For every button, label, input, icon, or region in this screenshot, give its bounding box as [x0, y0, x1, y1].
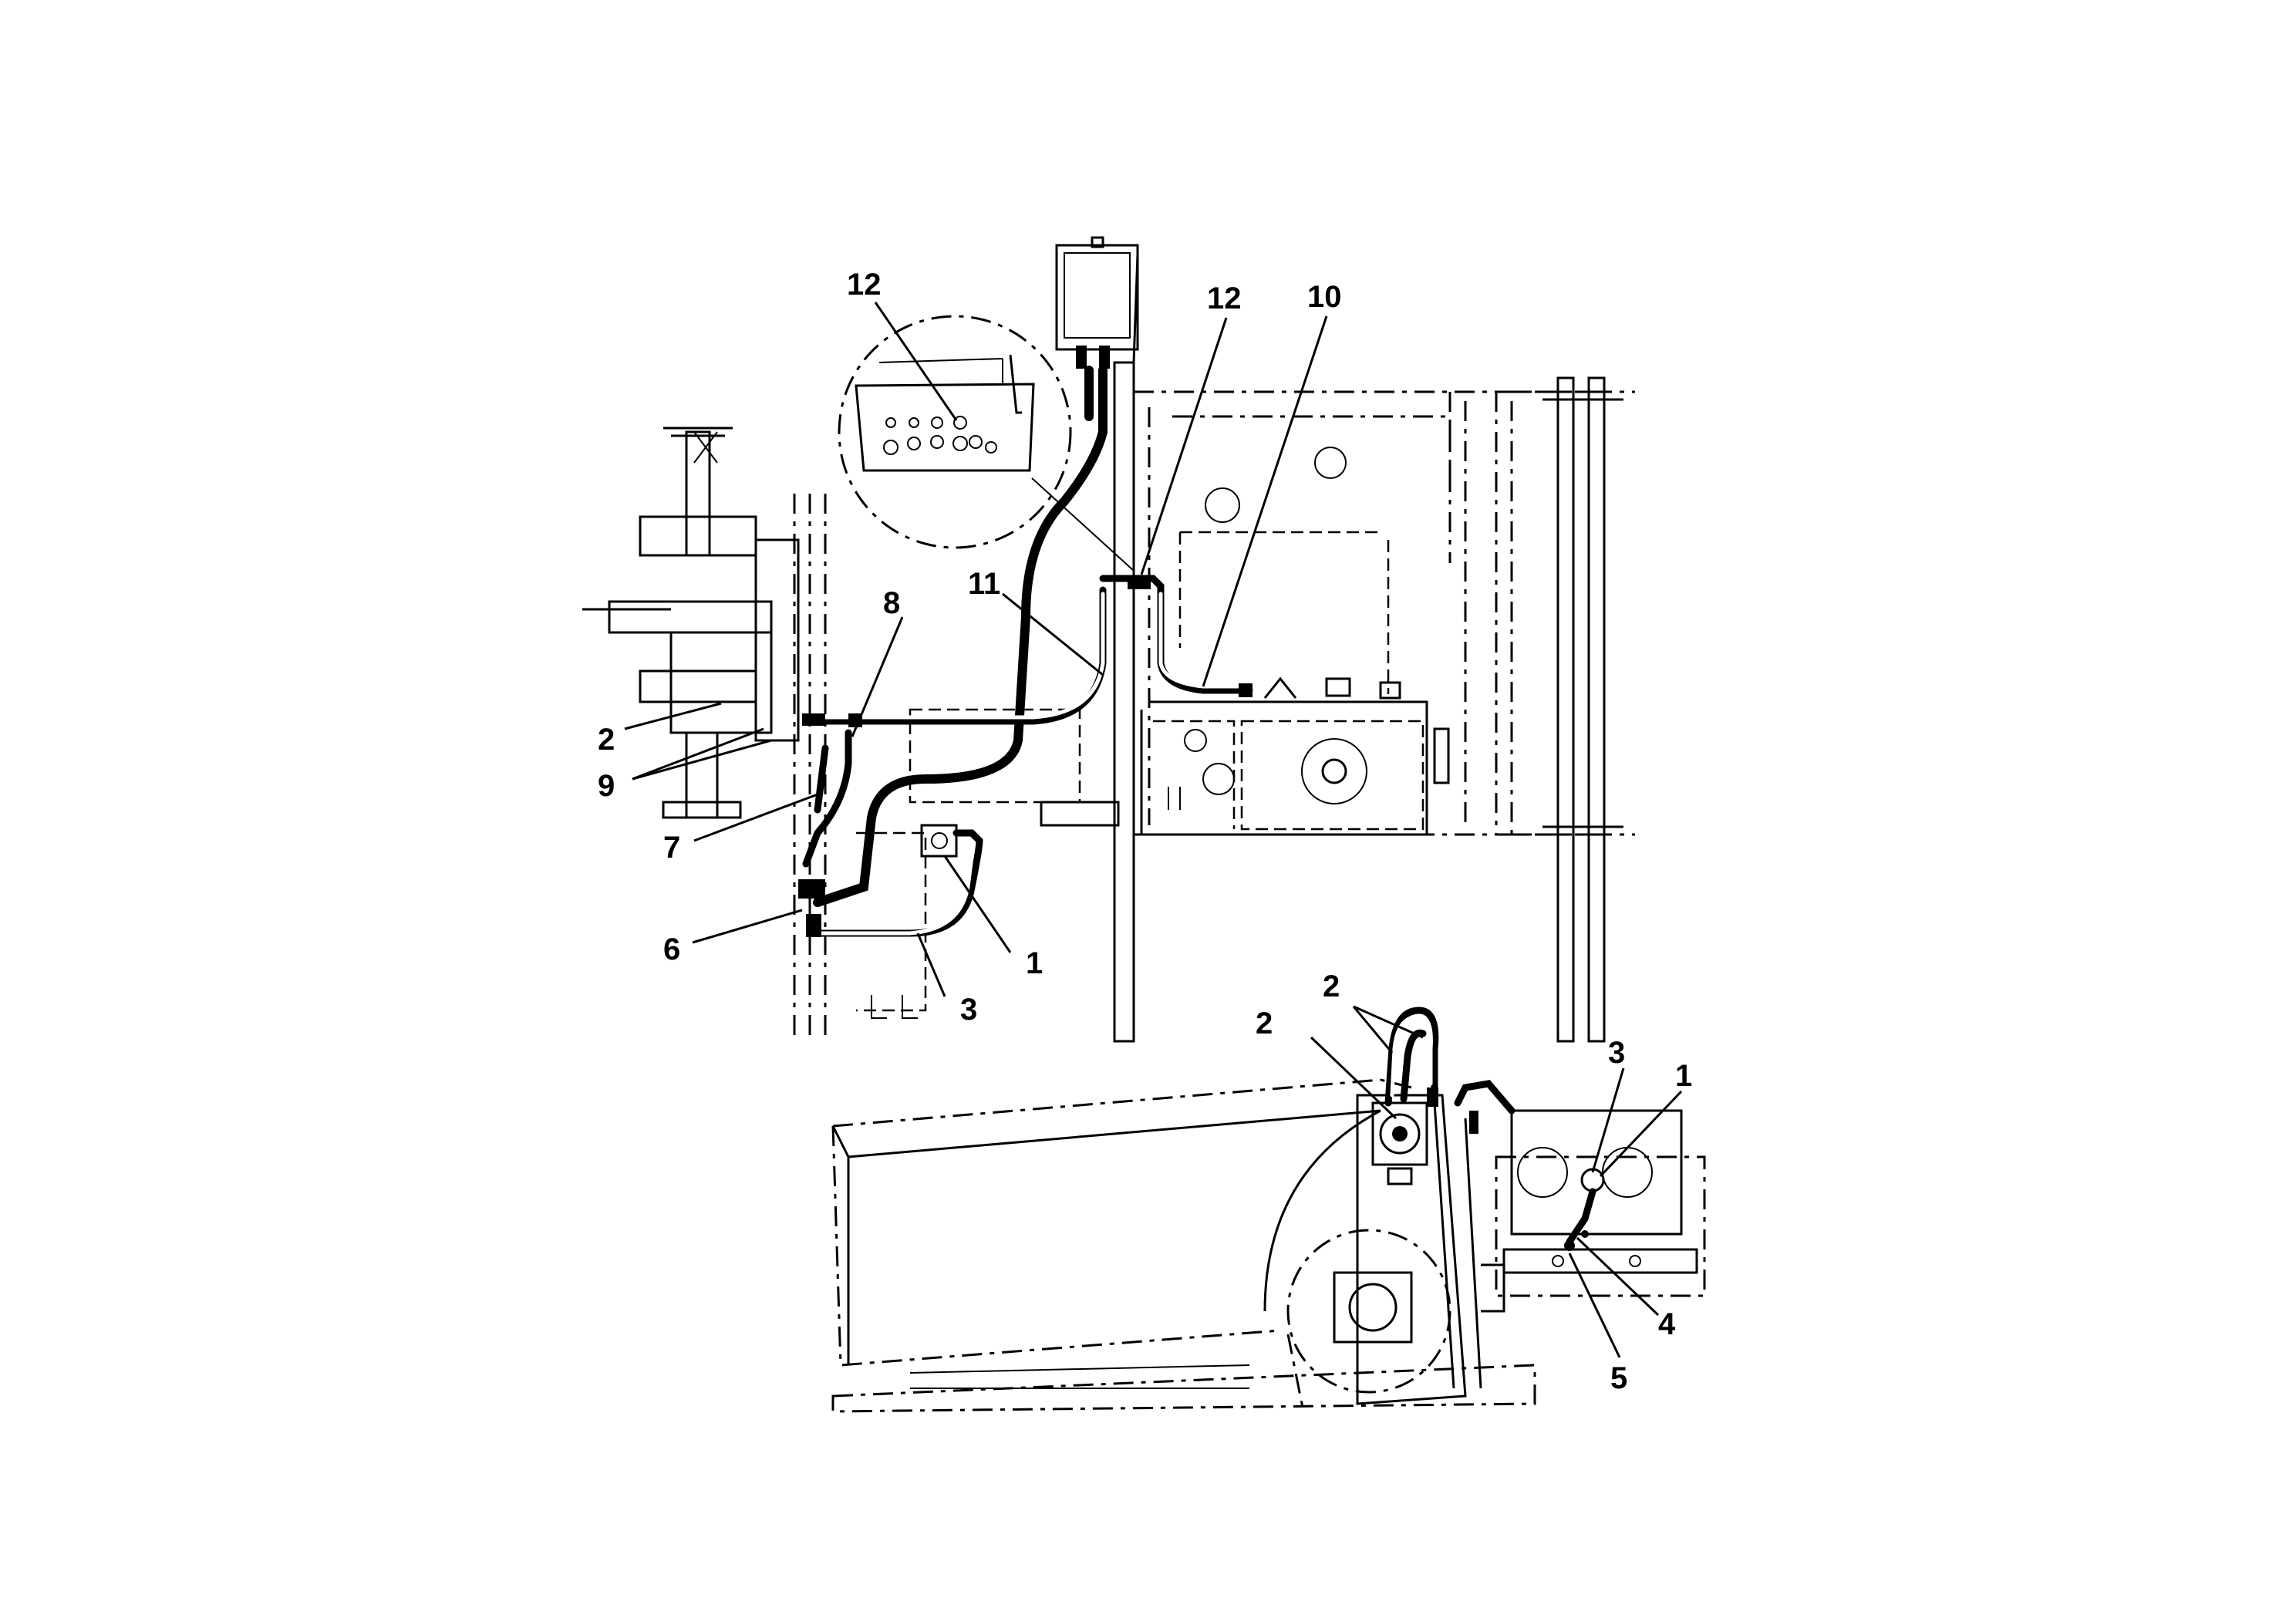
- leader-8: [851, 616, 904, 737]
- callout-12-inset: 12: [847, 268, 882, 302]
- callout-2-bottom-b: 2: [1323, 969, 1340, 1003]
- callout-4: 4: [1658, 1307, 1676, 1341]
- callout-2-top: 2: [598, 723, 615, 757]
- leader-10: [1202, 315, 1328, 687]
- callout-12-main: 12: [1207, 282, 1242, 315]
- leader-1-top: [943, 855, 1012, 953]
- leader-12-inset: [874, 302, 958, 421]
- lower-housing: [856, 708, 1120, 1019]
- callouts: 12 12 10 11 8 2 9 7 6 1 3 2 2 3 1 4: [598, 268, 1692, 1395]
- leader-5: [1568, 1253, 1621, 1358]
- leader-12-main: [1140, 317, 1228, 575]
- callout-9: 9: [598, 769, 615, 803]
- leader-2-bottom-b2: [1353, 1005, 1424, 1039]
- lower-assembly-view: [831, 1007, 1706, 1413]
- callout-3-top: 3: [960, 993, 977, 1027]
- callout-1-bottom: 1: [1675, 1059, 1692, 1093]
- callout-1-top: 1: [1026, 946, 1043, 980]
- hopper-body: [831, 1078, 1536, 1413]
- junction-box: [1055, 236, 1139, 369]
- detail-inset: [838, 315, 1135, 572]
- leader-7: [693, 793, 818, 842]
- upper-assembly-view: [582, 236, 1635, 1043]
- callout-3-bottom: 3: [1608, 1036, 1625, 1070]
- leader-2-bottom-b1: [1352, 1006, 1394, 1054]
- hydraulic-hoses: [798, 366, 1253, 937]
- callout-2-bottom-a: 2: [1256, 1007, 1273, 1040]
- valve-stack: [582, 427, 800, 819]
- arm-hoses: [1384, 1007, 1515, 1134]
- leader-2-top: [624, 702, 722, 730]
- callout-5: 5: [1610, 1361, 1627, 1395]
- leader-6: [692, 909, 803, 944]
- callout-10: 10: [1307, 280, 1342, 314]
- leader-9a: [632, 727, 764, 781]
- callout-7: 7: [663, 831, 680, 865]
- vertical-posts: [1113, 361, 1623, 1043]
- inclined-arm: [1286, 1094, 1505, 1405]
- callout-11: 11: [968, 567, 1000, 601]
- callout-8: 8: [883, 586, 900, 620]
- leader-3-top: [916, 932, 946, 997]
- leader-11: [1002, 592, 1104, 676]
- callout-6: 6: [663, 932, 680, 966]
- leader-4: [1576, 1236, 1660, 1317]
- engine-block: [1495, 1109, 1706, 1297]
- leader-3-bottom: [1591, 1067, 1625, 1173]
- leader-9b: [632, 739, 772, 781]
- leader-1-bottom: [1599, 1090, 1683, 1178]
- leader-2-bottom-a: [1310, 1036, 1397, 1120]
- tank-block: [1140, 447, 1450, 836]
